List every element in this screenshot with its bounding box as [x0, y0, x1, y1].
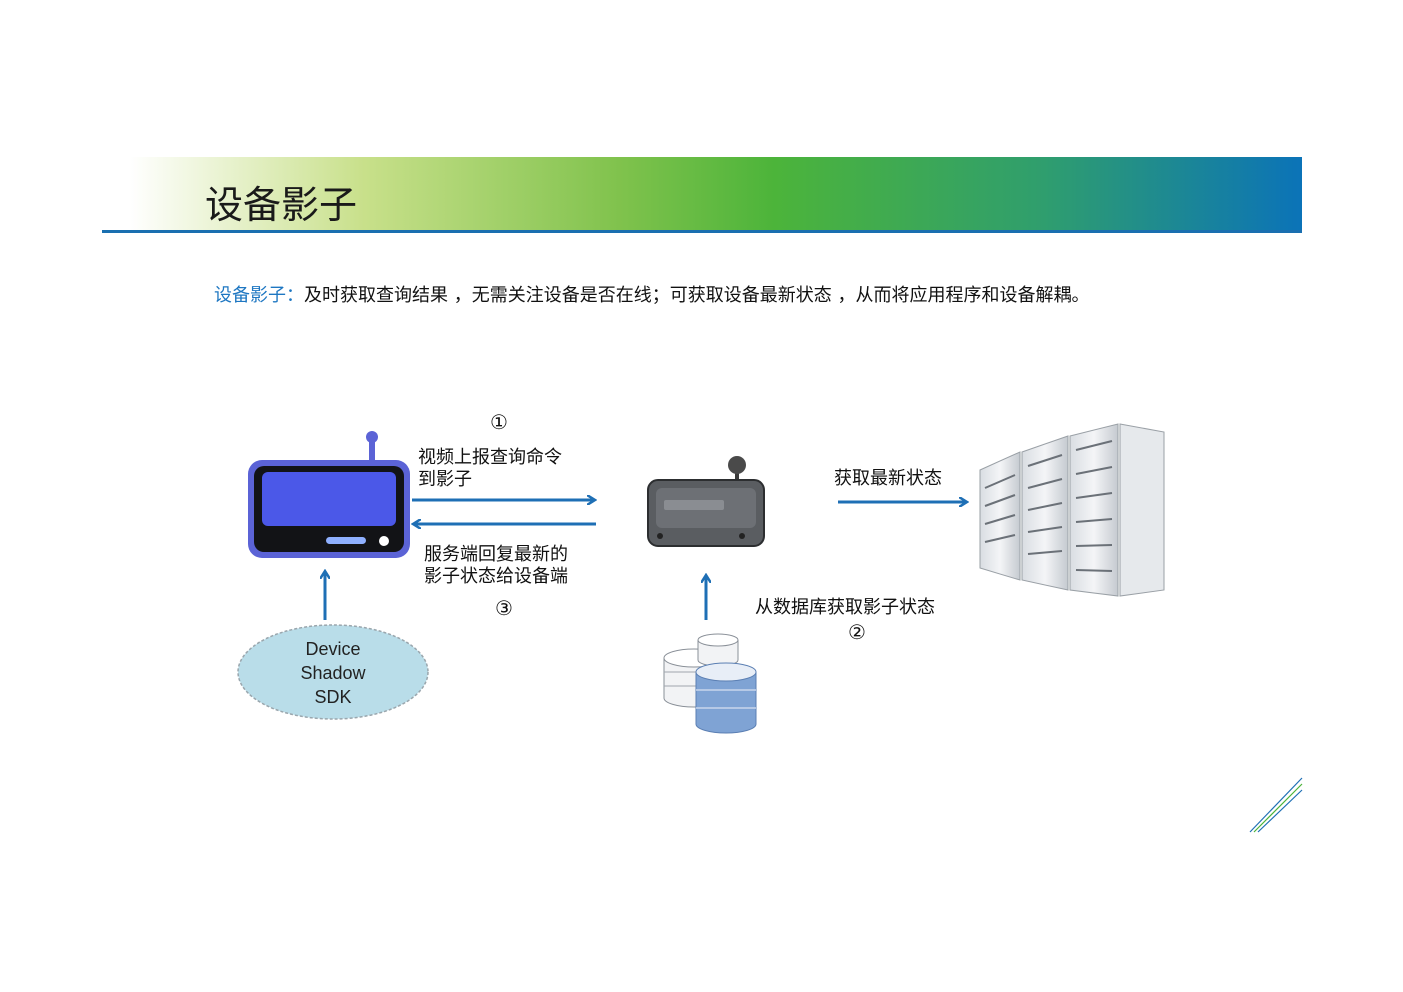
- database-icon: [663, 633, 757, 734]
- step-1-marker: ①: [490, 410, 508, 434]
- description: 设备影子：及时获取查询结果 ，无需关注设备是否在线；可获取设备最新状态 ，从而将…: [214, 281, 1089, 307]
- decorative-corner-lines: [1249, 777, 1303, 833]
- shadow-gateway-icon: [647, 456, 765, 547]
- reply-label-line1: 服务端回复最新的: [424, 544, 568, 565]
- report-label-line1: 视频上报查询命令: [418, 447, 562, 468]
- iot-device-icon: [248, 431, 410, 558]
- server-rack-icon: [979, 423, 1165, 597]
- sdk-ellipse: [237, 624, 429, 720]
- page-title: 设备影子: [205, 183, 358, 227]
- latest-status-label: 获取最新状态: [834, 468, 942, 489]
- sdk-line1: Device: [305, 638, 361, 659]
- device-shadow-sdk: Device Shadow SDK: [238, 625, 428, 720]
- sdk-line3: SDK: [314, 686, 352, 707]
- db-status-label: 从数据库获取影子状态: [755, 597, 935, 618]
- report-label-line2: 到影子: [418, 469, 472, 490]
- header-band: [130, 157, 1302, 231]
- description-lead: 设备影子：: [214, 285, 304, 306]
- header-rule: [102, 230, 1302, 233]
- step-3-marker: ③: [495, 596, 513, 620]
- description-text: 及时获取查询结果 ，无需关注设备是否在线；可获取设备最新状态 ，从而将应用程序和…: [304, 285, 1090, 306]
- reply-label-line2: 影子状态给设备端: [424, 566, 568, 587]
- sdk-line2: Shadow: [300, 662, 366, 683]
- step-2-marker: ②: [848, 620, 866, 644]
